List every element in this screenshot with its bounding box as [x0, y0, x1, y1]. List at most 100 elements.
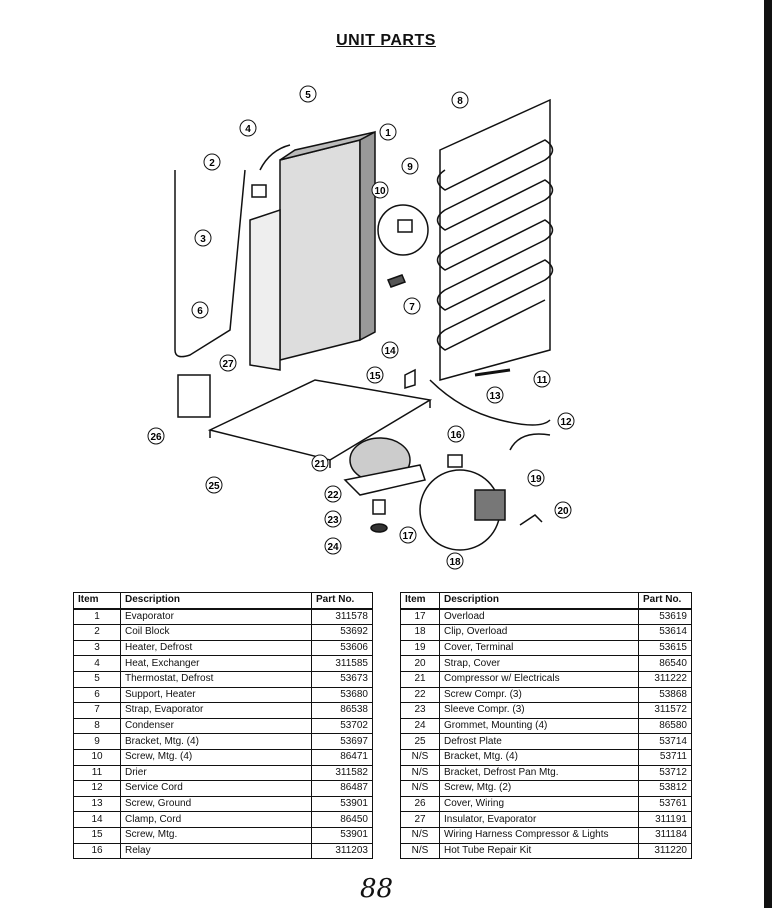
cell-part-no: 53619 [638, 608, 692, 626]
cell-part-no: 53692 [311, 624, 373, 641]
callout-20: 20 [554, 501, 572, 519]
header-part-no: Part No. [311, 591, 373, 610]
header-item: Item [400, 591, 440, 610]
svg-text:4: 4 [245, 124, 251, 135]
svg-text:19: 19 [530, 474, 542, 485]
cell-item: 1 [73, 608, 121, 626]
cell-item: N/S [400, 764, 440, 782]
callout-23: 23 [324, 510, 342, 528]
cell-part-no: 53697 [311, 733, 373, 750]
svg-text:16: 16 [450, 430, 462, 441]
callout-27: 27 [219, 354, 237, 372]
cell-item: 26 [400, 795, 440, 813]
cell-part-no: 53702 [311, 717, 373, 735]
cell-part-no: 311222 [638, 670, 692, 688]
cell-item: 2 [73, 624, 121, 641]
callout-1: 1 [379, 123, 397, 141]
handwritten-mark: 88 [360, 874, 394, 904]
cell-item: 7 [73, 702, 121, 719]
cell-description: Clamp, Cord [120, 811, 312, 828]
cell-description: Grommet, Mounting (4) [439, 717, 639, 735]
exploded-parts-diagram: 1 2 3 4 5 6 7 8 9 10 11 12 13 14 15 16 1… [147, 85, 575, 570]
svg-text:27: 27 [222, 359, 234, 370]
svg-text:20: 20 [557, 506, 569, 517]
svg-text:1: 1 [385, 128, 391, 139]
cell-part-no: 53680 [311, 686, 373, 704]
cell-part-no: 53761 [638, 795, 692, 813]
cell-part-no: 53901 [311, 826, 373, 844]
svg-text:3: 3 [200, 234, 206, 245]
cell-part-no: 86538 [311, 702, 373, 719]
svg-text:26: 26 [150, 432, 162, 443]
scan-edge [764, 0, 772, 908]
cell-part-no: 53714 [638, 733, 692, 750]
cell-description: Screw, Mtg. (4) [120, 748, 312, 766]
cell-item: 14 [73, 811, 121, 828]
cell-description: Clip, Overload [439, 624, 639, 641]
cell-part-no: 53812 [638, 780, 692, 797]
svg-text:13: 13 [489, 391, 501, 402]
cell-item: N/S [400, 826, 440, 844]
header-description: Description [120, 591, 312, 610]
cell-part-no: 86580 [638, 717, 692, 735]
cell-item: N/S [400, 748, 440, 766]
cell-item: 5 [73, 670, 121, 688]
cell-description: Condenser [120, 717, 312, 735]
cell-item: 11 [73, 764, 121, 782]
cell-description: Strap, Cover [439, 655, 639, 672]
cell-item: 24 [400, 717, 440, 735]
svg-text:15: 15 [369, 371, 381, 382]
cell-description: Bracket, Mtg. (4) [439, 748, 639, 766]
cell-part-no: 311582 [311, 764, 373, 782]
cell-item: 19 [400, 639, 440, 657]
cell-part-no: 53615 [638, 639, 692, 657]
cell-item: 13 [73, 795, 121, 813]
cell-part-no: 311203 [311, 842, 373, 860]
svg-text:14: 14 [384, 346, 396, 357]
cell-item: 25 [400, 733, 440, 750]
cell-description: Screw, Ground [120, 795, 312, 813]
callout-9: 9 [401, 157, 419, 175]
callout-22: 22 [324, 485, 342, 503]
svg-text:10: 10 [374, 186, 386, 197]
callout-2: 2 [203, 153, 221, 171]
cell-description: Bracket, Defrost Pan Mtg. [439, 764, 639, 782]
header-description: Description [439, 591, 639, 610]
cell-description: Cover, Terminal [439, 639, 639, 657]
callout-11: 11 [533, 370, 551, 388]
header-part-no: Part No. [638, 591, 692, 610]
cell-part-no: 86471 [311, 748, 373, 766]
svg-text:24: 24 [327, 542, 339, 553]
cell-description: Service Cord [120, 780, 312, 797]
svg-text:23: 23 [327, 515, 339, 526]
table-header-row: Item Description Part No. [400, 591, 692, 610]
cell-part-no: 53606 [311, 639, 373, 657]
cell-item: 27 [400, 811, 440, 828]
callout-16: 16 [447, 425, 465, 443]
cell-item: 22 [400, 686, 440, 704]
cell-part-no: 311585 [311, 655, 373, 672]
callout-21: 21 [311, 454, 329, 472]
svg-text:12: 12 [560, 417, 572, 428]
callout-12: 12 [557, 412, 575, 430]
cell-description: Strap, Evaporator [120, 702, 312, 719]
cell-description: Overload [439, 608, 639, 626]
cell-part-no: 86540 [638, 655, 692, 672]
svg-text:17: 17 [402, 531, 414, 542]
cell-description: Defrost Plate [439, 733, 639, 750]
cell-item: N/S [400, 780, 440, 797]
